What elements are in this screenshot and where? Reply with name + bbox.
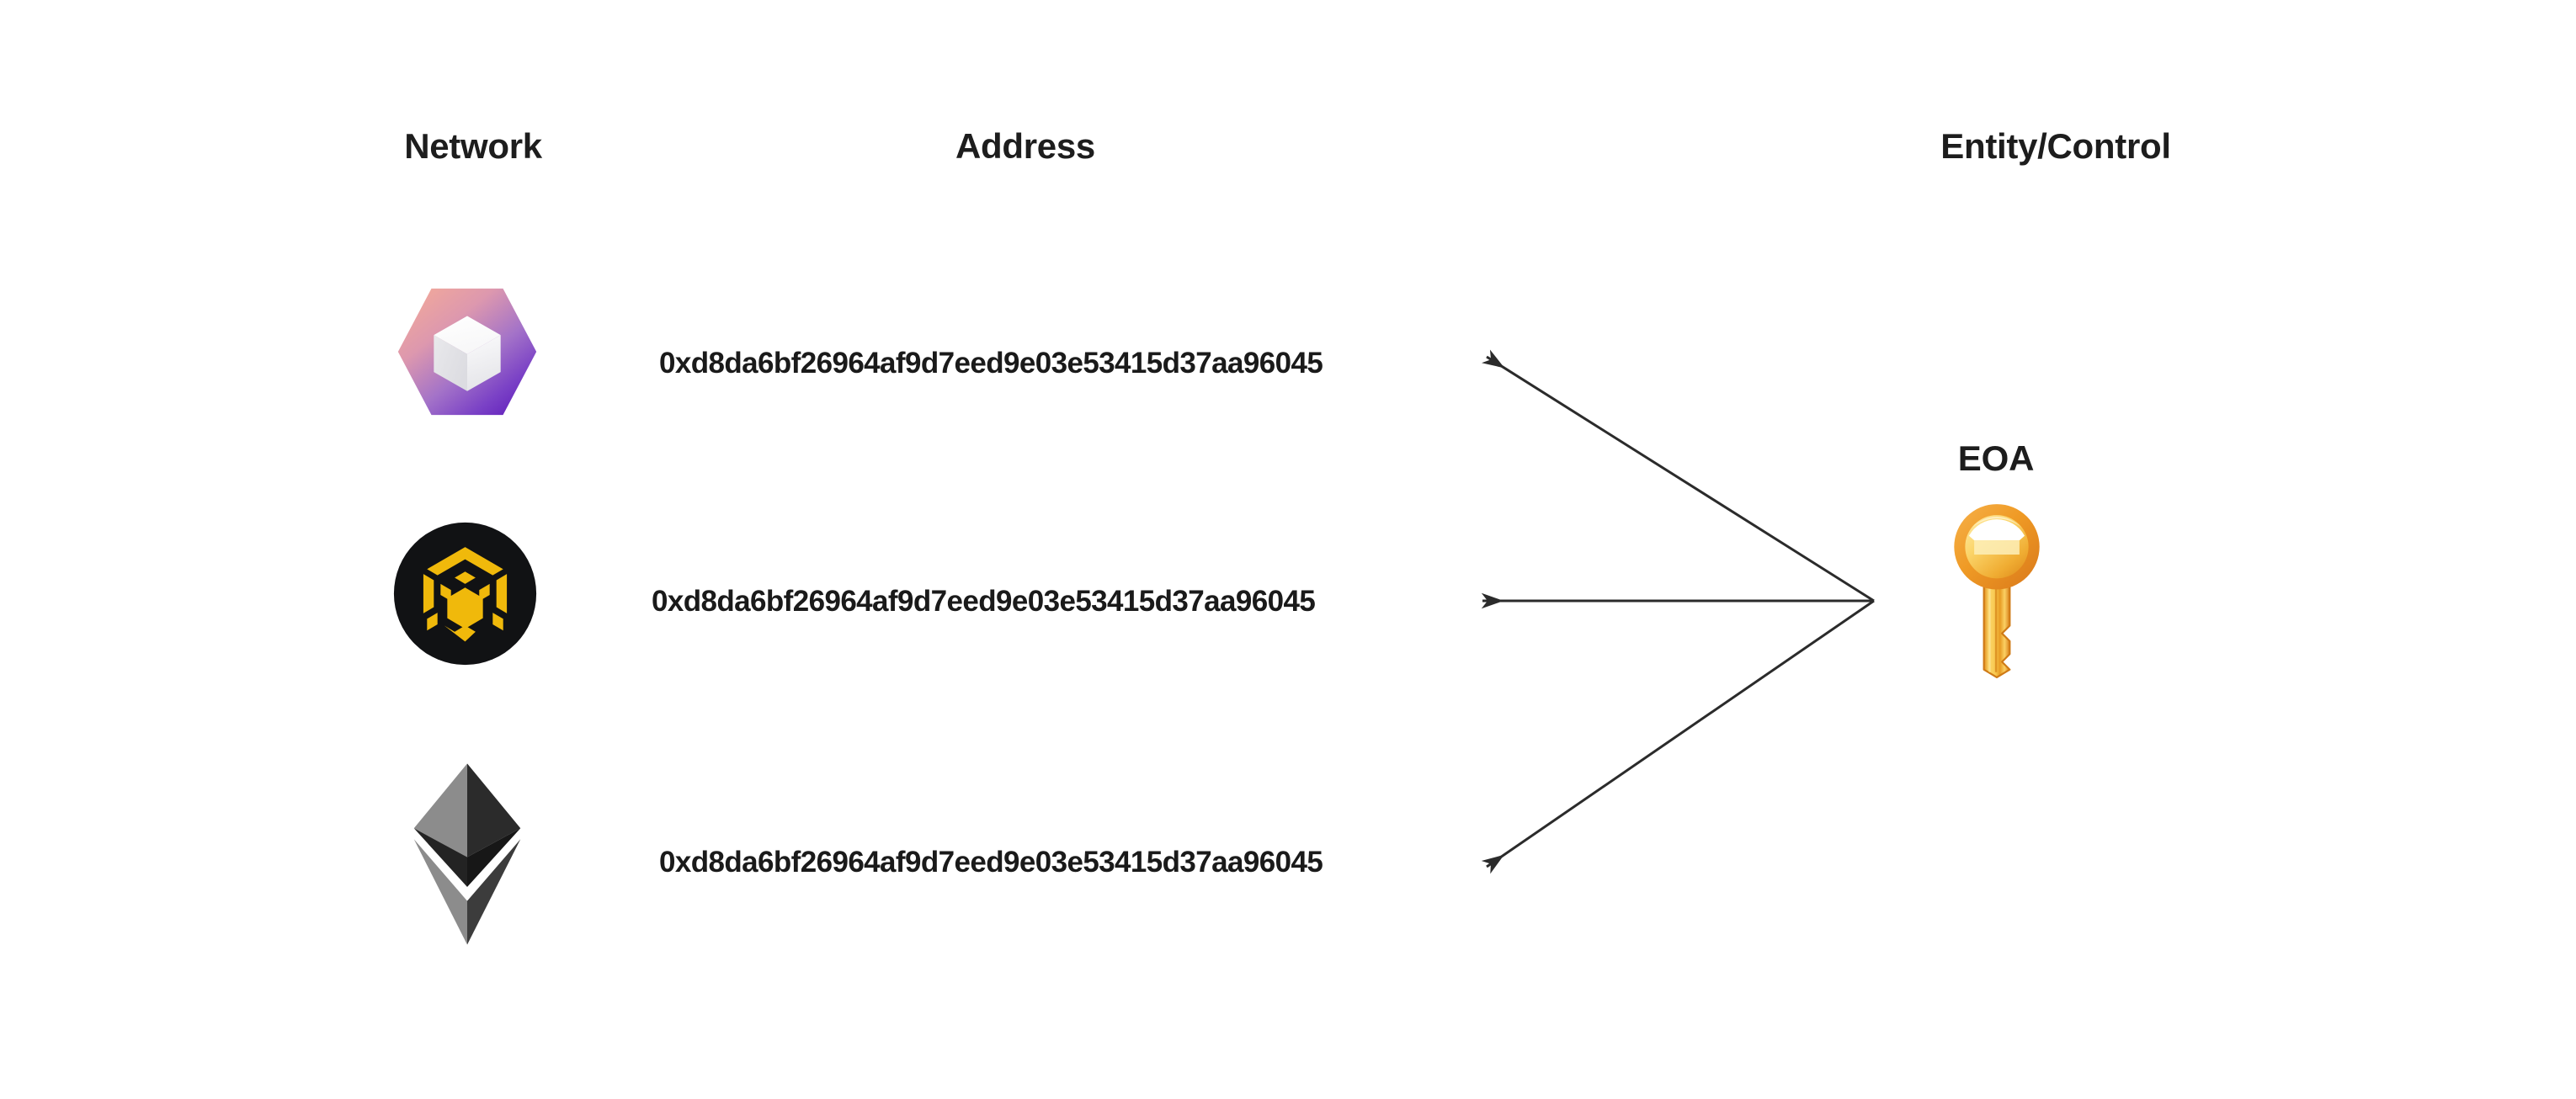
edge-eoa-to-polygon	[1482, 349, 1875, 603]
entity-label-eoa: EOA	[1957, 438, 2035, 478]
network-icon-bnb-chain	[391, 520, 539, 667]
network-icon-polygon	[396, 280, 539, 423]
address-value-ethereum: 0xd8da6bf26964af9d7eed9e03e53415d37aa960…	[659, 846, 1323, 879]
address-value-bnb-chain: 0xd8da6bf26964af9d7eed9e03e53415d37aa960…	[652, 585, 1316, 618]
column-header-network: Network	[404, 126, 542, 166]
column-header-address: Address	[955, 126, 1095, 166]
key-icon	[1951, 502, 2042, 680]
edge-eoa-to-ethereum	[1481, 599, 1875, 874]
network-icon-ethereum	[396, 762, 539, 947]
column-header-entity-control: Entity/Control	[1940, 126, 2171, 166]
address-value-polygon: 0xd8da6bf26964af9d7eed9e03e53415d37aa960…	[659, 347, 1323, 380]
